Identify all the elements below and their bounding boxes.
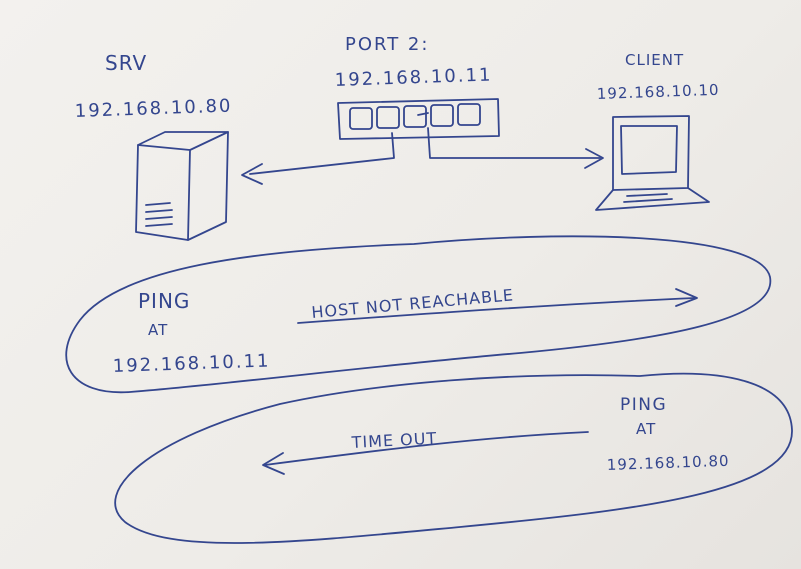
server-tower-icon [135, 131, 229, 241]
ping2-arrow [264, 431, 589, 466]
ping2-target: 192.168.10.80 [607, 452, 730, 474]
client-node: CLIENT 192.168.10.10 [595, 51, 720, 211]
ping2-loop [114, 372, 793, 544]
ping2-title: PING [620, 395, 667, 415]
ping2-group: PING AT 192.168.10.80 TIME OUT [114, 372, 793, 544]
ping1-arrow [297, 297, 696, 324]
link-switch-server [241, 132, 395, 185]
ping2-at: AT [636, 420, 656, 438]
client-ip: 192.168.10.10 [597, 81, 720, 103]
switch-icon [337, 98, 500, 140]
switch-ip: 192.168.10.11 [334, 65, 492, 91]
switch-node: PORT 2: 192.168.10.11 [334, 34, 500, 140]
server-name: SRV [105, 51, 147, 75]
ping1-title: PING [138, 289, 190, 313]
link-switch-client [427, 127, 604, 169]
server-ip: 192.168.10.80 [74, 96, 232, 122]
ping1-at: AT [148, 321, 168, 339]
laptop-icon [595, 115, 710, 211]
ping1-group: PING AT 192.168.10.11 HOST NOT REACHABLE [65, 235, 772, 394]
server-node: SRV 192.168.10.80 [74, 51, 233, 241]
switch-port-label: PORT 2: [345, 34, 429, 55]
client-name: CLIENT [625, 51, 684, 69]
ping1-result: HOST NOT REACHABLE [311, 285, 515, 322]
ping1-loop [65, 235, 772, 394]
ping1-target: 192.168.10.11 [112, 351, 270, 377]
